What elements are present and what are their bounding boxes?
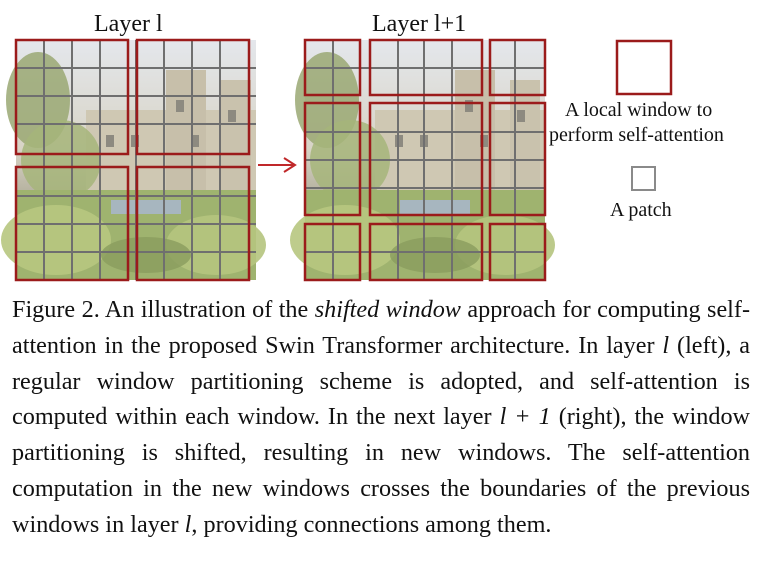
legend-patch-swatch bbox=[631, 166, 656, 191]
arrow-right-icon bbox=[258, 157, 297, 173]
window-l1-r3c1 bbox=[303, 222, 362, 282]
legend-window-swatch bbox=[615, 39, 673, 96]
window-l1-r1c2 bbox=[368, 38, 484, 97]
windows-layer-l1 bbox=[303, 38, 547, 282]
layer-l-label: Layer l bbox=[94, 11, 163, 37]
patch-grid-layer-l1 bbox=[305, 40, 545, 280]
legend-patch-label: A patch bbox=[610, 199, 672, 221]
layer-l-image bbox=[1, 40, 266, 280]
layer-l1-label: Layer l+1 bbox=[372, 11, 467, 37]
window-l1-r3c2 bbox=[368, 222, 484, 282]
caption-part3: (right), the window partitioning is shif… bbox=[12, 403, 751, 538]
figure: Layer l Layer l+1 bbox=[1, 11, 724, 282]
caption-part1: approach for computing self-attention in… bbox=[12, 296, 751, 359]
windows-layer-l bbox=[14, 38, 251, 282]
window-l1-r1c1 bbox=[303, 38, 362, 97]
caption-em-term: shifted window bbox=[314, 296, 461, 323]
window-l1-r2c2 bbox=[368, 101, 484, 217]
window-diagram bbox=[1, 38, 673, 282]
caption-lead: Figure 2. An illustration of the bbox=[12, 296, 315, 323]
caption-var-l1: l + 1 bbox=[499, 403, 551, 431]
window-l1-r2c3 bbox=[488, 101, 547, 217]
window-l-tr bbox=[135, 38, 251, 156]
caption-part2: (left), a regular window partitioning sc… bbox=[12, 331, 750, 431]
window-l1-r3c3 bbox=[488, 222, 547, 282]
window-l1-r2c1 bbox=[303, 101, 362, 217]
caption-var-l-end: l bbox=[184, 510, 192, 538]
legend-window-line1: A local window to bbox=[565, 99, 713, 121]
figure-caption: Figure 2. An illustration of the shifted… bbox=[12, 292, 750, 543]
caption-part4: , providing connections among them. bbox=[191, 510, 552, 538]
legend-window-line2: perform self-attention bbox=[549, 124, 724, 146]
caption-var-l: l bbox=[662, 331, 670, 359]
window-l-br bbox=[135, 165, 251, 282]
window-l1-r1c3 bbox=[488, 38, 547, 97]
window-l-bl bbox=[14, 165, 130, 282]
window-l-tl bbox=[14, 38, 130, 156]
